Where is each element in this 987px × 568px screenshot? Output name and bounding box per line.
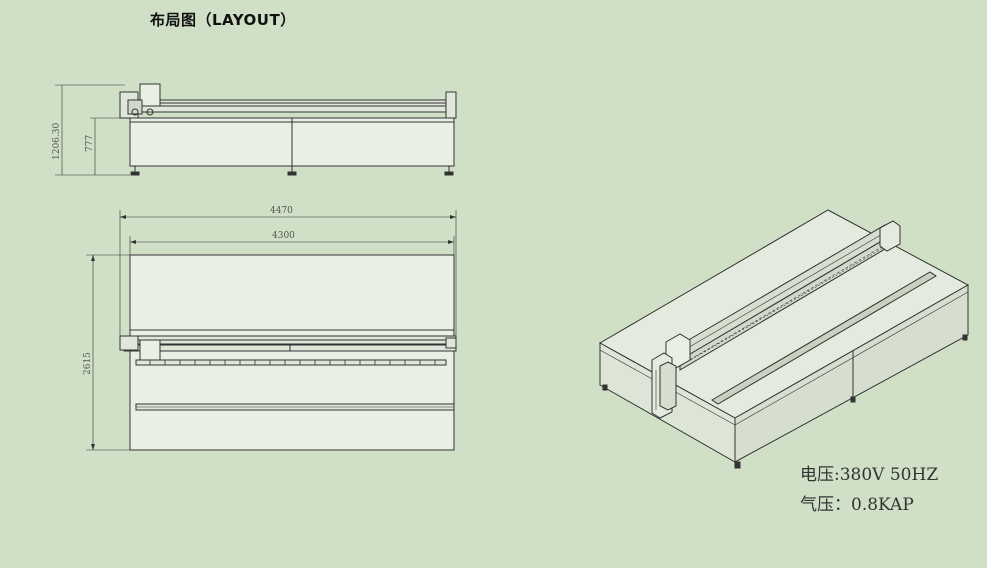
isometric-view bbox=[598, 209, 970, 469]
page-title: 布局图（LAYOUT） bbox=[150, 11, 296, 29]
dim-total-height: 1206.30 bbox=[52, 123, 62, 160]
front-elevation-view bbox=[55, 83, 457, 176]
dim-table-width: 2615 bbox=[83, 352, 93, 375]
dim-table-height: 777 bbox=[85, 135, 95, 152]
dim-total-length: 4470 bbox=[270, 206, 293, 216]
top-plan-view bbox=[86, 210, 457, 451]
air-spec: 气压：0.8KAP bbox=[800, 495, 914, 515]
dim-table-length: 4300 bbox=[272, 231, 295, 241]
power-spec: 电压:380V 50HZ bbox=[800, 465, 939, 485]
